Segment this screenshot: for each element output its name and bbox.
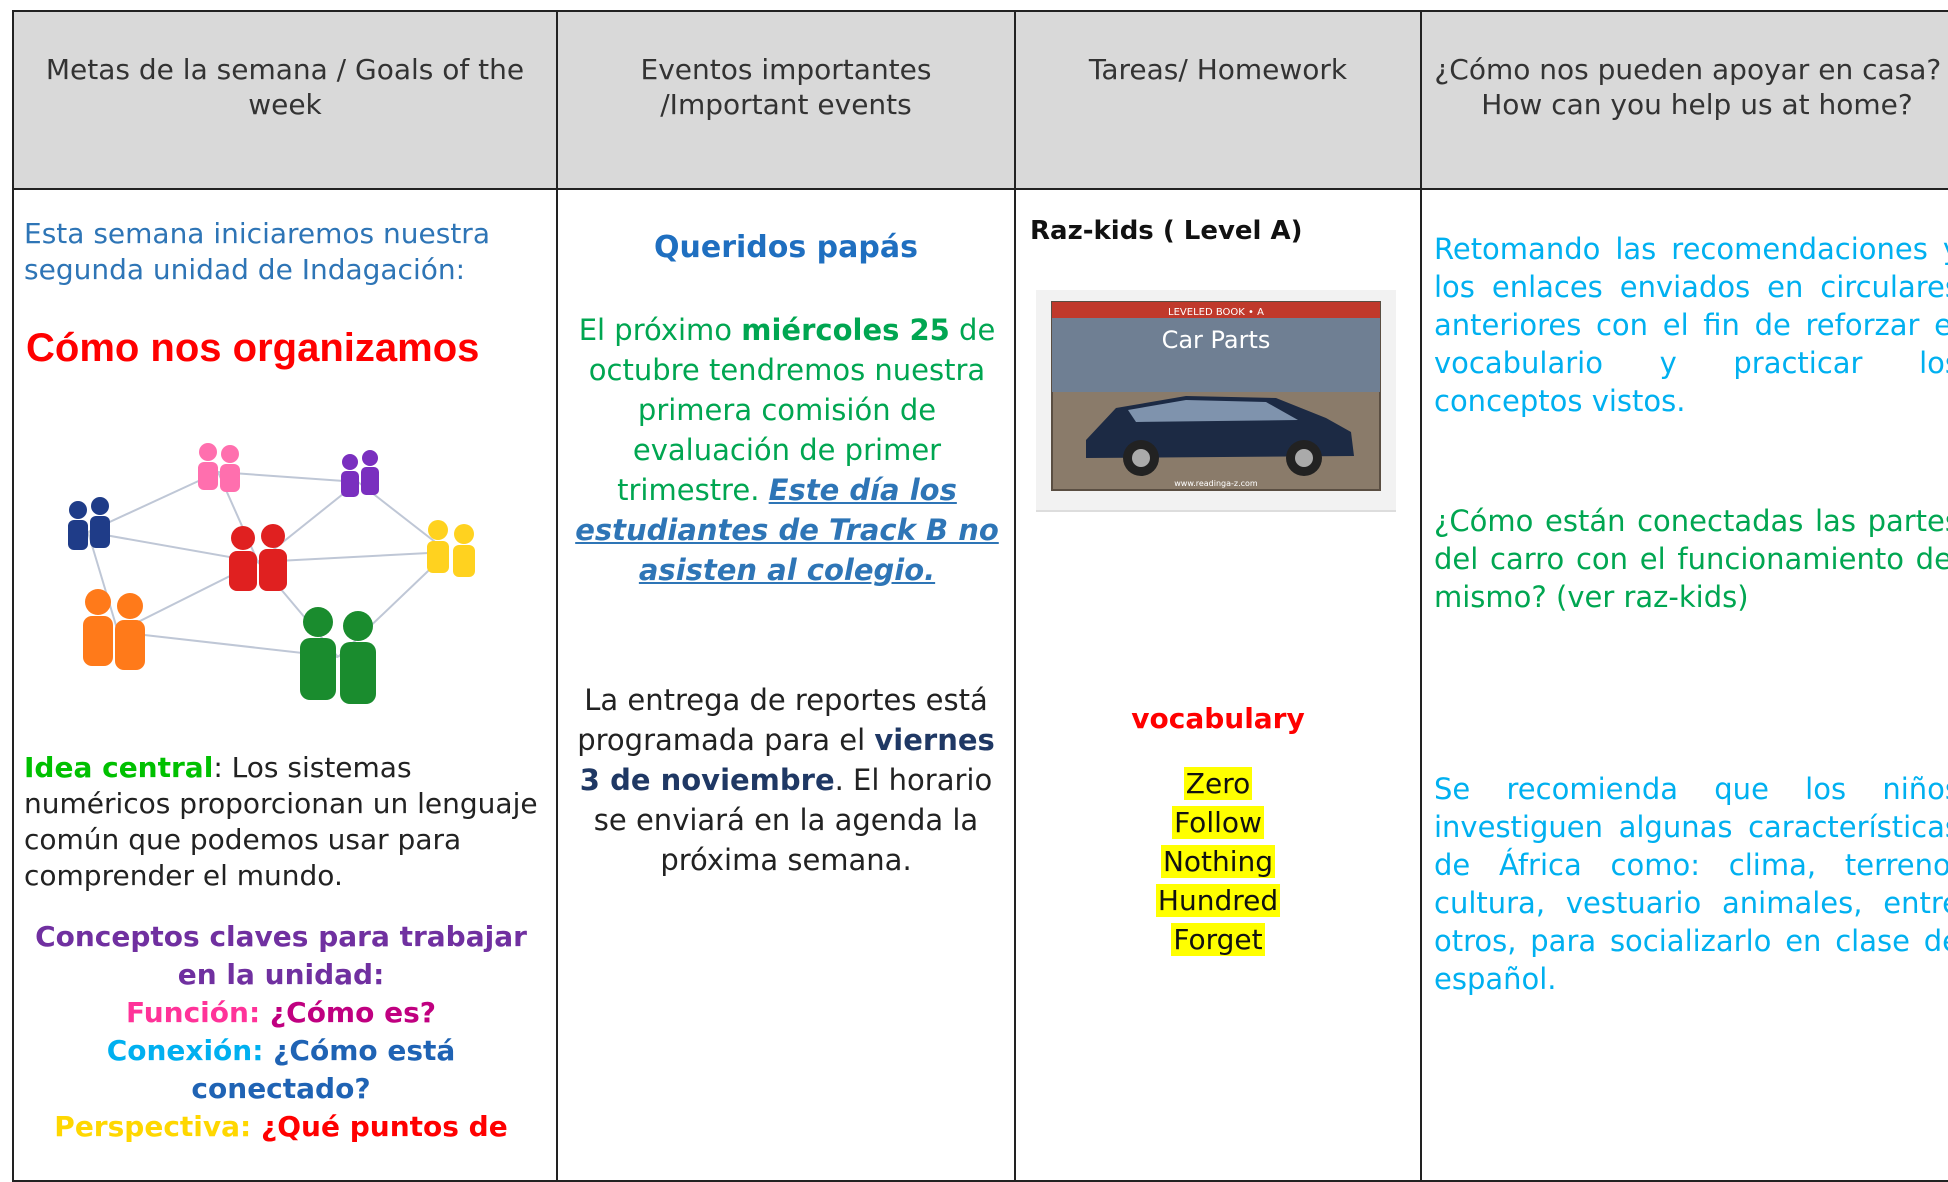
network-people-illustration [68,443,475,704]
event-evaluation-date: miércoles 25 [741,313,950,347]
book-footer: www.readinga-z.com [1174,479,1258,488]
vocab-word: Follow [1172,806,1264,839]
vocabulary-title: vocabulary [1131,702,1305,735]
concept-perspective-label: Perspectiva: [54,1110,261,1143]
concept-perspective: Perspectiva: ¿Qué puntos de [14,1108,548,1146]
concept-connection-label: Conexión: [106,1034,274,1067]
newsletter-frame: Metas de la semana / Goals of the week E… [12,10,1948,1182]
vocab-word: Hundred [1155,884,1281,917]
concept-function-label: Función: [125,996,270,1029]
concept-perspective-question: ¿Qué puntos de [261,1110,508,1143]
support-paragraph-question: ¿Cómo están conectadas las partes del ca… [1434,504,1948,614]
concept-connection-question: ¿Cómo está conectado? [191,1034,456,1105]
event-reports-date: viernes 3 de noviembre [579,723,995,797]
key-concepts: Conceptos claves para trabajar en la uni… [14,918,548,1146]
header-row: Metas de la semana / Goals of the week E… [12,10,1948,190]
header-goals: Metas de la semana / Goals of the week [12,10,558,190]
event-reports: La entrega de reportes está programada p… [568,680,1004,880]
support-paragraph-africa: Se recomienda que los niños investiguen … [1434,772,1948,996]
header-events: Eventos importantes /Important events [556,10,1016,190]
central-idea: Idea central: Los sistemas numéricos pro… [24,750,544,894]
concept-function-question: ¿Cómo es? [269,996,436,1029]
event-reports-text-1: La entrega de reportes está programada p… [577,683,988,757]
homework-cell: Raz-kids ( Level A) LEVELED BOOK • A Car… [1014,188,1422,1182]
vocab-word: Forget [1171,923,1265,956]
weekly-newsletter-table: Metas de la semana / Goals of the week E… [12,10,1948,1182]
vocabulary-list: Zero Follow Nothing Hundred Forget [1016,764,1420,959]
book-banner: LEVELED BOOK • A [1168,307,1264,318]
vocab-word: Zero [1183,767,1253,800]
support-paragraph-recommendations: Retomando las recomendaciones y los enla… [1434,232,1948,418]
header-support: ¿Cómo nos pueden apoyar en casa? / How c… [1420,10,1948,190]
event-evaluation: El próximo miércoles 25 de octubre tendr… [572,310,1002,590]
book-cover: LEVELED BOOK • A Car Parts www.readinga-… [1036,290,1396,512]
concept-function: Función: ¿Cómo es? [14,994,548,1032]
concept-connection: Conexión: ¿Cómo está conectado? [14,1032,548,1108]
events-greeting: Queridos papás [654,230,918,265]
event-evaluation-text-1: El próximo [578,313,742,347]
goals-intro: Esta semana iniciaremos nuestra segunda … [24,217,490,286]
goals-cell: Esta semana iniciaremos nuestra segunda … [12,188,558,1182]
book-title: Car Parts [1162,326,1271,354]
event-evaluation-text-2: de octubre tendremos nuestra primera com… [588,313,996,507]
raz-kids-label: Raz-kids ( Level A) [1030,216,1303,246]
vocab-word: Nothing [1160,845,1276,878]
car-parts-book-cover: LEVELED BOOK • A Car Parts www.readinga-… [1051,301,1381,491]
events-cell: Queridos papás El próximo miércoles 25 d… [556,188,1016,1182]
support-cell: Retomando las recomendaciones y los enla… [1420,188,1948,1182]
central-idea-text: : Los sistemas numéricos proporcionan un… [24,751,538,892]
event-evaluation-note: Este día los estudiantes de Track B no a… [575,473,999,587]
central-idea-label: Idea central [24,751,214,784]
unit-title: Cómo nos organizamos [26,326,480,370]
key-concepts-title: Conceptos claves para trabajar en la uni… [35,920,527,991]
event-reports-text-2: . El horario se enviará en la agenda la … [593,763,993,877]
header-homework: Tareas/ Homework [1014,10,1422,190]
content-row: Esta semana iniciaremos nuestra segunda … [12,188,1948,1182]
